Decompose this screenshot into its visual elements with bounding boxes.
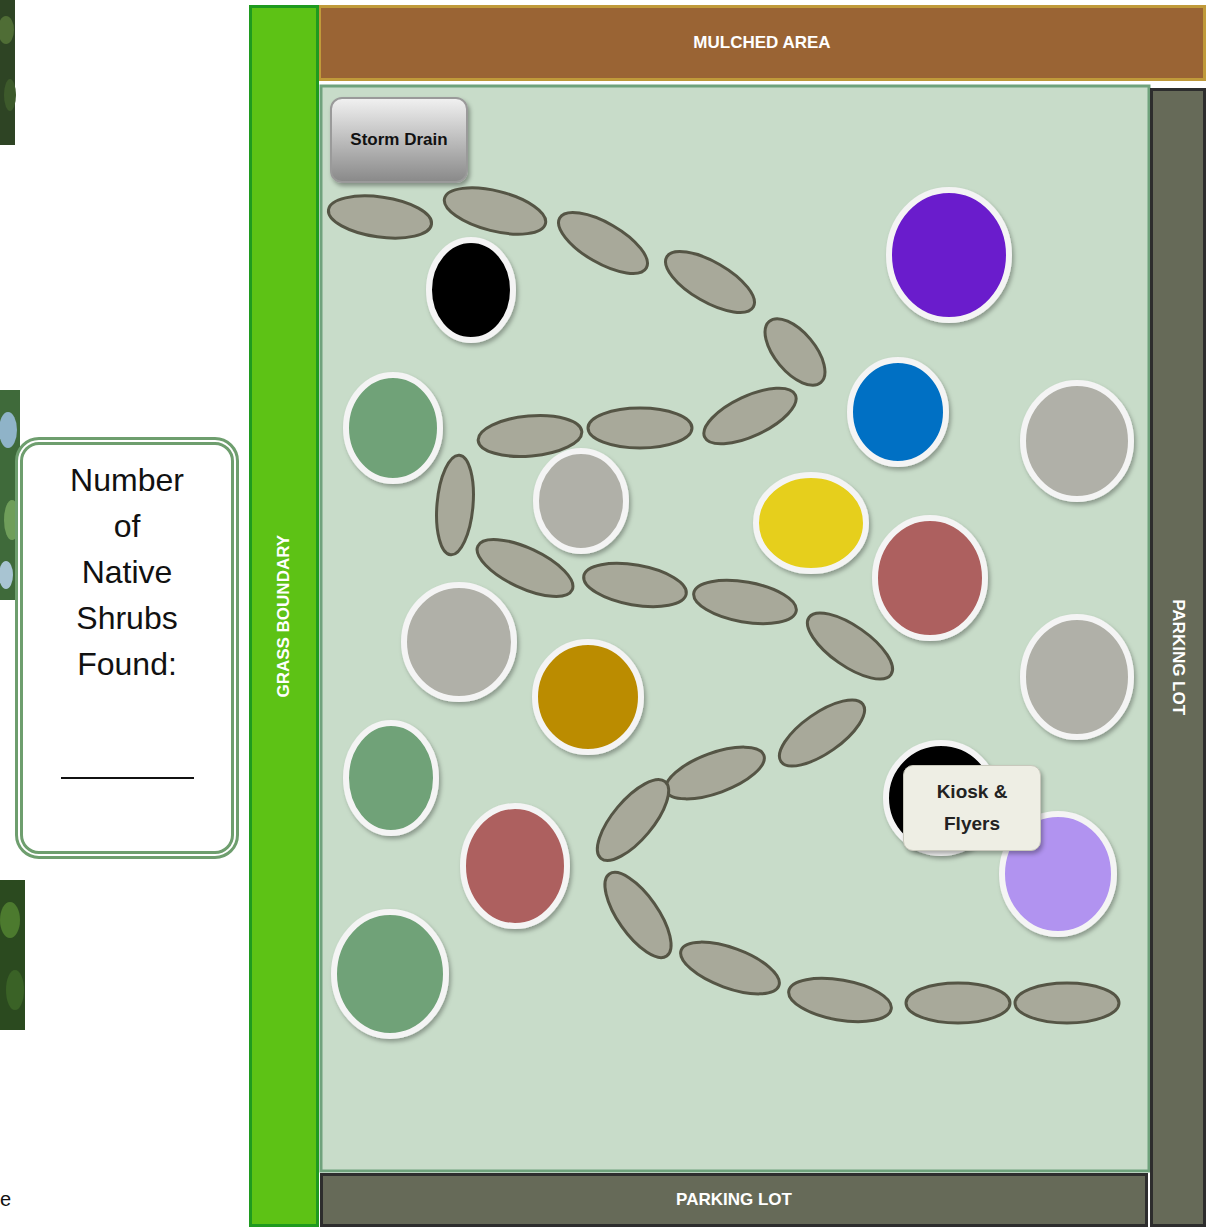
shrub-marker <box>756 475 866 571</box>
stepping-stone <box>550 201 657 286</box>
answer-line <box>61 777 194 779</box>
node-text: PARKING LOT <box>1168 600 1188 716</box>
stepping-stone <box>785 971 894 1028</box>
stepping-stone <box>659 736 770 809</box>
shrub-marker <box>1023 617 1131 737</box>
cropped-caption-letter: e <box>0 1188 11 1211</box>
stepping-stone <box>440 179 551 243</box>
stepping-stone <box>770 688 875 778</box>
node-text: Storm Drain <box>350 130 447 150</box>
shrub-marker <box>429 240 513 340</box>
mulch-band: MULCHED AREA <box>318 5 1206 81</box>
stepping-stone <box>588 408 692 448</box>
stepping-stones <box>326 179 1119 1029</box>
stepping-stone <box>754 309 836 396</box>
garden-bed <box>321 86 1149 1171</box>
shrub-marker <box>463 806 567 926</box>
shrub-marker <box>536 451 626 551</box>
stepping-stone <box>593 863 683 968</box>
parking-lot-band: PARKING LOT <box>1150 88 1206 1227</box>
node-text: GRASS BOUNDARY <box>274 535 294 698</box>
node-text: Kiosk & Flyers <box>926 776 1018 840</box>
storm-drain-box: Storm Drain <box>330 97 468 183</box>
stepping-stone <box>696 377 804 456</box>
shrub-marker <box>875 518 985 638</box>
shrub-marker <box>535 642 641 752</box>
photo-fragment <box>0 880 25 1030</box>
kiosk-box: Kiosk & Flyers <box>903 765 1041 851</box>
shrub-count-box: Number of Native Shrubs Found: <box>15 437 239 859</box>
shrub-marker <box>404 585 514 699</box>
shrub-marker <box>889 190 1009 320</box>
stepping-stone <box>906 983 1010 1023</box>
stepping-stone <box>580 556 689 613</box>
stepping-stone <box>586 769 681 871</box>
shrub-markers <box>334 190 1131 1036</box>
shrub-marker <box>1023 383 1131 499</box>
shrub-marker <box>850 360 946 464</box>
parking-lot-band: PARKING LOT <box>320 1173 1148 1227</box>
shrub-marker <box>346 723 436 833</box>
stepping-stone <box>326 190 435 244</box>
node-text: Number of Native Shrubs Found: <box>70 457 184 687</box>
stepping-stone <box>1015 983 1119 1023</box>
node-text: PARKING LOT <box>676 1190 792 1210</box>
node-text: MULCHED AREA <box>693 33 830 53</box>
stepping-stone <box>690 573 799 630</box>
shrub-marker <box>346 375 440 481</box>
shrub-marker <box>334 912 446 1036</box>
grass-band: GRASS BOUNDARY <box>249 5 319 1227</box>
stepping-stone <box>674 931 785 1004</box>
stepping-stone <box>657 240 764 325</box>
photo-fragment <box>0 0 16 145</box>
stepping-stone <box>433 454 478 557</box>
